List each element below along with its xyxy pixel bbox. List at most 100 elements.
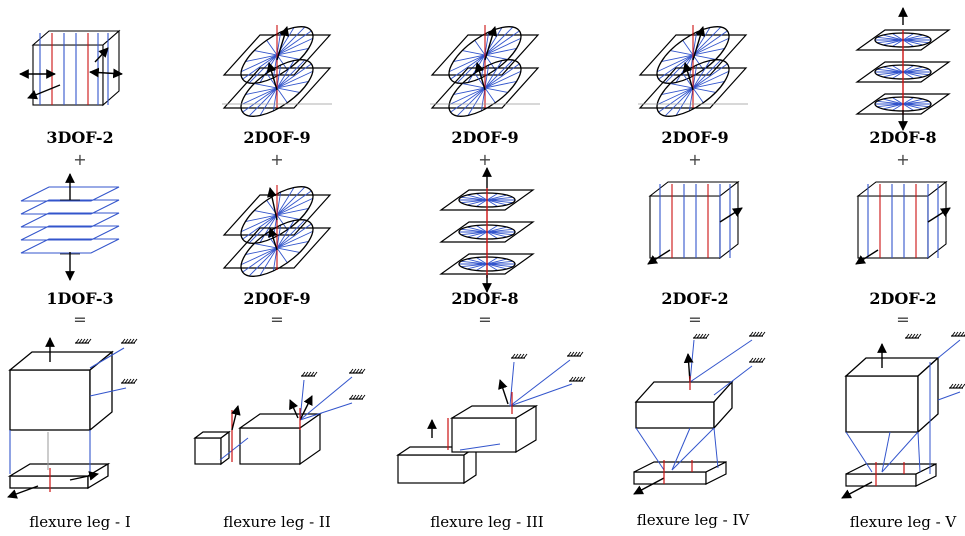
ground-hatch [914,333,919,339]
ground-hatch [523,353,528,359]
ground-hatch [578,376,583,382]
ground-hatch [304,371,309,377]
blue-flexure-wire [299,376,353,421]
small-rigid-block [193,430,231,466]
disc-outline [448,26,522,84]
constraint-cube [648,180,740,260]
ground-hatch [705,333,710,339]
equals-operator-col2: = [270,310,284,329]
ground-hatch [121,338,126,344]
ground-hatch [301,371,306,377]
constraint-disc-plate [855,93,951,115]
ground-hatch [358,394,363,400]
ground-hatch [761,357,766,363]
ground-hatch [749,357,754,363]
main-rigid-block [238,412,322,466]
ground-hatch [761,331,766,337]
mid-label-col2: 2DOF-9 [243,289,311,308]
ground-hatch [567,351,572,357]
ground-symbol [567,351,584,357]
plate-outline [439,221,535,243]
ground-hatch [87,338,92,344]
dof-arrow [299,395,313,421]
ground-hatch [570,351,575,357]
ground-hatch [313,371,318,377]
box-front-face [9,369,91,431]
flexure-leg-V [841,331,965,499]
ground-hatch [352,368,357,374]
ground-symbol [693,333,710,339]
box-front-face [633,471,707,485]
ground-hatch [755,357,760,363]
ground-hatch [511,353,516,359]
upper-rigid-block [634,380,734,430]
icon-3dof-2 [19,29,123,107]
ground-hatch [576,351,581,357]
plate-outline [638,67,748,109]
blue-flexure-wire [509,383,573,407]
ground-hatch [954,331,959,337]
box-side-face [915,463,937,487]
middle-row-constraint-icons [20,167,951,293]
blue-flexure-wire [845,431,873,473]
ground-hatch [127,378,132,384]
plate-outline [439,253,535,275]
dof-arrow [692,26,706,61]
ground-hatch [133,378,138,384]
lower-base-plate [845,463,937,487]
equals-operator-col5: = [896,310,910,329]
box-front-face [239,427,301,465]
constraint-cube [856,180,948,260]
blue-flexure-wire [299,379,305,421]
box-front-face [397,454,465,484]
box-front-face [845,473,917,487]
ground-hatch [908,333,913,339]
blue-constraint-plate [20,186,120,202]
box-side-face [917,356,939,434]
top-label-col3: 2DOF-9 [451,128,519,147]
plate-outline [855,29,951,51]
ground-symbol [121,338,138,344]
dof-arrow [633,477,665,495]
box-side-face [220,430,230,466]
ground-hatch [355,368,360,374]
ground-hatch [958,383,963,389]
icon-2dof-8-mid [439,167,535,293]
upper-rigid-block [844,356,940,434]
blue-flexure-wire [89,347,125,369]
ground-hatch [699,333,704,339]
box-side-face [299,412,321,466]
ground-hatch [917,333,922,339]
ground-symbol [349,368,366,374]
ground-hatch [127,338,132,344]
icon-2dof-8-top [855,7,951,131]
top-row-constraint-icons [19,7,951,131]
plus-operator-col3: + [478,150,492,169]
plus-operator-col1: + [73,150,87,169]
ground-hatch [124,378,129,384]
blue-flexure-wire [881,431,919,473]
box-side-face [705,461,727,485]
ground-symbol [949,383,965,389]
ground-hatch [121,378,126,384]
ground-hatch [960,331,965,337]
flexure-leg-I [7,337,138,499]
dof-arrow [289,399,299,419]
dof-arrow [27,84,61,100]
blue-flexure-wire [219,437,249,461]
ground-hatch [758,357,763,363]
ground-hatch [702,333,707,339]
blue-flexure-wire [299,402,353,421]
plate-outline [430,34,540,76]
dof-arrow [267,187,278,221]
ground-hatch [514,353,519,359]
plate-outline [222,34,332,76]
blue-flexure-wire [671,427,691,471]
ground-hatch [352,394,357,400]
blue-constraint-plate [20,212,120,228]
ground-hatch [358,368,363,374]
icon-2dof-2-col5 [855,180,951,265]
plate-outline [855,61,951,83]
